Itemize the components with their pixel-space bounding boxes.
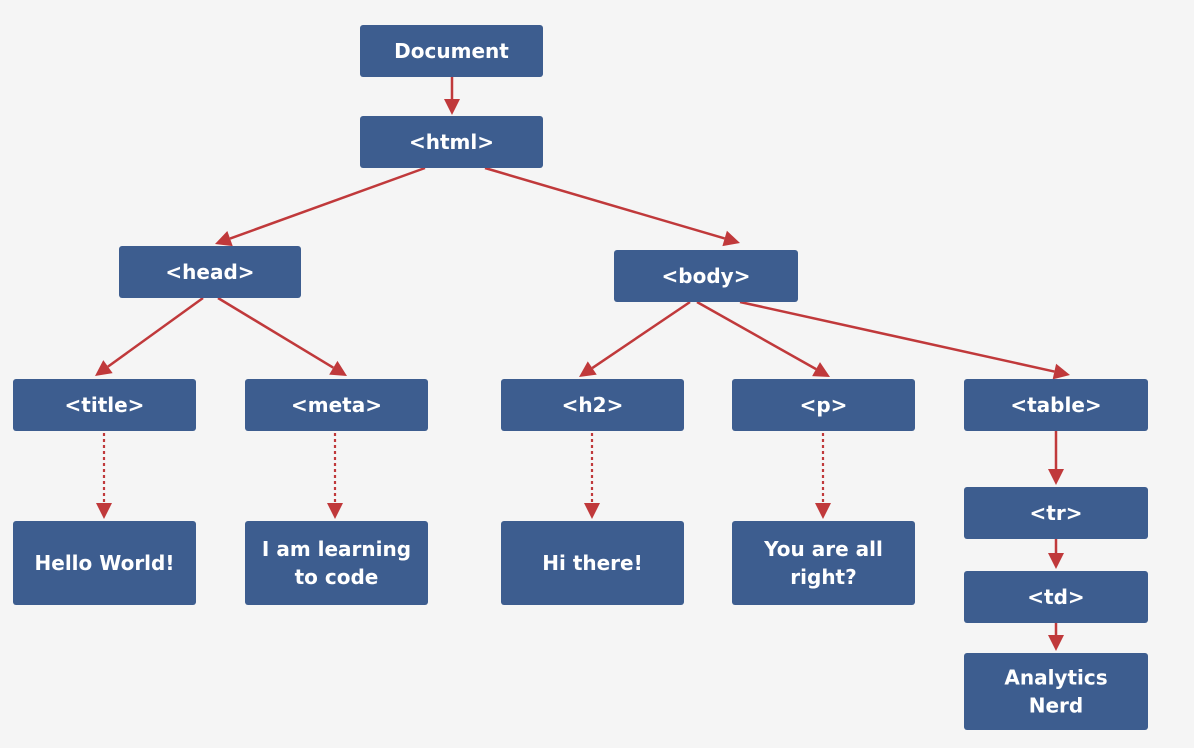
node-label: <p>: [800, 393, 848, 417]
node-meta: <meta>: [245, 379, 428, 431]
edge-line: [696, 300, 817, 371]
edge-body-to-table: [739, 300, 1070, 380]
node-label: Hi there!: [542, 551, 642, 575]
node-label: <td>: [1027, 585, 1084, 609]
node-box: [501, 521, 684, 605]
node-label: <body>: [662, 264, 751, 288]
node-label: Analytics: [1004, 666, 1107, 690]
node-learning: I am learning to code: [245, 521, 428, 605]
node-label: Hello World!: [35, 551, 175, 575]
node-label: Nerd: [1029, 694, 1083, 718]
node-label: <title>: [65, 393, 145, 417]
node-label: <table>: [1010, 393, 1101, 417]
node-box: [501, 379, 684, 431]
node-label: <html>: [409, 130, 494, 154]
node-box: [245, 521, 428, 605]
node-html: <html>: [360, 116, 543, 168]
node-table: <table>: [964, 379, 1148, 431]
node-label: Document: [394, 39, 509, 63]
arrowhead: [96, 503, 112, 519]
node-box: [119, 246, 301, 298]
edge-tr-to-td: [1048, 539, 1064, 569]
node-allright: You are all right?: [732, 521, 915, 605]
node-tr: <tr>: [964, 487, 1148, 539]
edge-h2-to-hithere: [584, 433, 600, 519]
node-label: right?: [790, 565, 856, 589]
node-label: You are all: [763, 537, 883, 561]
node-h2: <h2>: [501, 379, 684, 431]
edge-html-to-head: [215, 166, 426, 247]
node-box: [13, 379, 196, 431]
arrowhead: [815, 503, 831, 519]
edge-p-to-allright: [815, 433, 831, 519]
edge-title-to-hello: [96, 433, 112, 519]
node-head: <head>: [119, 246, 301, 298]
node-hithere: Hi there!: [501, 521, 684, 605]
arrowhead: [1048, 635, 1064, 651]
node-box: [13, 521, 196, 605]
node-box: [732, 521, 915, 605]
node-label: I am learning: [262, 537, 411, 561]
edge-meta-to-learning: [327, 433, 343, 519]
edge-line: [107, 296, 204, 368]
node-td: <td>: [964, 571, 1148, 623]
edge-head-to-meta: [217, 296, 347, 376]
node-box: [360, 25, 543, 77]
edge-line: [229, 166, 426, 240]
node-box: [614, 250, 798, 302]
edge-line: [739, 300, 1055, 373]
edge-document-to-html: [444, 77, 460, 115]
arrowhead: [327, 503, 343, 519]
arrowhead: [95, 360, 113, 376]
edge-table-to-tr: [1048, 431, 1064, 485]
node-hello: Hello World!: [13, 521, 196, 605]
node-box: [964, 487, 1148, 539]
node-box: [964, 379, 1148, 431]
edge-line: [217, 296, 334, 369]
node-box: [245, 379, 428, 431]
edge-html-to-body: [484, 166, 740, 247]
arrowhead: [1048, 469, 1064, 485]
node-label: to code: [295, 565, 379, 589]
edge-td-to-analytics: [1048, 623, 1064, 651]
edge-body-to-h2: [579, 300, 691, 377]
node-label: <meta>: [291, 393, 382, 417]
node-p: <p>: [732, 379, 915, 431]
node-label: <h2>: [562, 393, 624, 417]
node-label: <tr>: [1030, 501, 1083, 525]
arrowhead: [584, 503, 600, 519]
arrowhead: [444, 99, 460, 115]
node-box: [964, 653, 1148, 730]
nodes-layer: Document <html> <head> <body> <title> <meta> <…: [13, 25, 1148, 730]
arrowhead: [1048, 553, 1064, 569]
arrowhead: [812, 362, 830, 377]
node-box: [964, 571, 1148, 623]
node-box: [732, 379, 915, 431]
arrowhead: [579, 361, 597, 377]
node-document: Document: [360, 25, 543, 77]
edge-head-to-title: [95, 296, 204, 376]
edge-line: [484, 166, 726, 240]
node-title: <title>: [13, 379, 196, 431]
edges-layer: [95, 77, 1070, 651]
edge-line: [591, 300, 691, 370]
arrowhead: [329, 360, 347, 376]
arrowhead: [722, 230, 740, 247]
node-label: <head>: [165, 260, 254, 284]
node-box: [360, 116, 543, 168]
node-body: <body>: [614, 250, 798, 302]
arrowhead: [1052, 363, 1070, 380]
edge-body-to-p: [696, 300, 830, 377]
arrowhead: [215, 231, 233, 247]
